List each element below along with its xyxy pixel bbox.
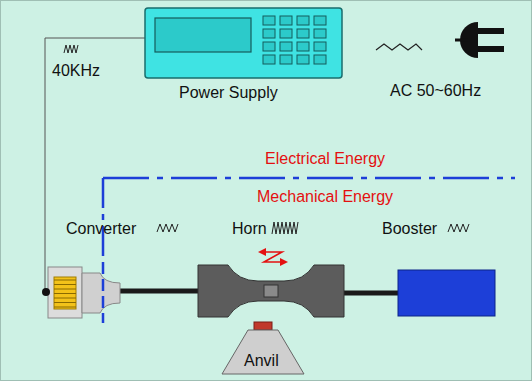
part-name: Booster xyxy=(382,220,437,238)
frequency-label: 40KHz xyxy=(52,62,100,80)
power-cable xyxy=(45,38,145,293)
energy-label: Mechanical Energy xyxy=(257,188,393,206)
coupling-stud xyxy=(344,291,398,296)
booster-shape xyxy=(398,270,495,316)
part-name: Horn xyxy=(232,220,267,238)
anvil: Anvil xyxy=(222,322,304,374)
energy-label: Electrical Energy xyxy=(265,150,385,168)
input-label: AC 50~60Hz xyxy=(390,82,481,100)
power-supply-shape xyxy=(145,8,342,78)
booster: Booster xyxy=(398,270,495,316)
horn: Horn xyxy=(198,265,344,317)
part-name: Power Supply xyxy=(179,84,278,102)
power-supply: Power Supply xyxy=(145,8,342,78)
converter: Converter xyxy=(48,265,120,320)
converter-shape xyxy=(48,265,120,320)
part-name: Converter xyxy=(66,220,136,238)
part-name: Anvil xyxy=(244,352,279,370)
horn-shape xyxy=(198,265,344,317)
coupling-stud xyxy=(120,289,198,294)
